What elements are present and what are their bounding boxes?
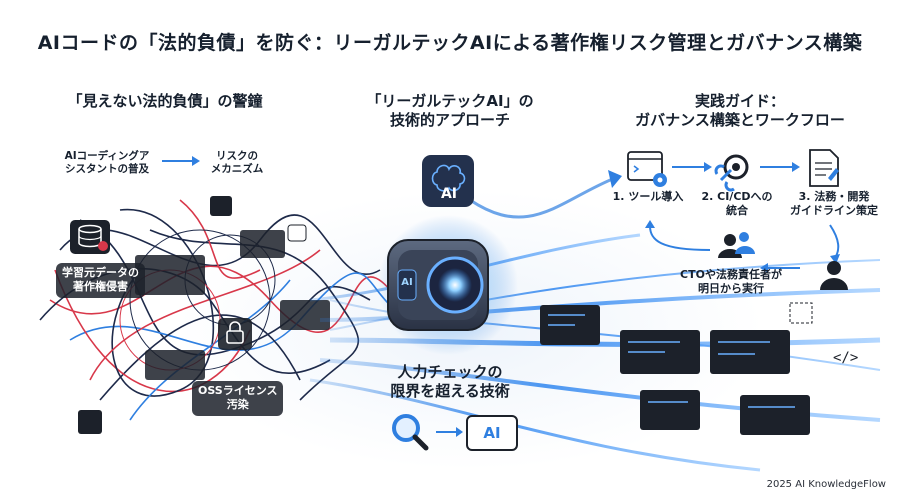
workflow-step-execution: CTOや法務責任者が 明日から実行 (666, 268, 796, 296)
badge-training-data-line1: 学習元データの (62, 266, 139, 279)
left-step-adoption-line2: シスタントの普及 (65, 163, 149, 176)
left-step-adoption-line1: AIコーディングア (64, 150, 150, 162)
workflow-step-cicd: 2. CI/CDへの 統合 (696, 190, 778, 218)
workflow-arrows (645, 162, 840, 273)
flow-arrow-to-right (469, 170, 622, 219)
center-bottom-heading: 人力チェックの 限界を超える技術 (370, 363, 530, 401)
center-heading-line2: 技術的アプローチ (389, 110, 510, 129)
workflow-step-execution-line2: 明日から実行 (698, 281, 764, 295)
magnifier-icon (392, 414, 429, 451)
brain-ai-icon (422, 155, 474, 207)
center-bottom-line2: 限界を超える技術 (390, 381, 510, 400)
team-icon (718, 232, 755, 258)
code-windows-right (540, 305, 810, 435)
center-section-heading: 「リーガルテックAI」の 技術的アプローチ (345, 92, 555, 130)
center-heading-line1: 「リーガルテックAI」の (366, 92, 534, 110)
workflow-step-execution-line1: CTOや法務責任者が (680, 268, 782, 281)
footer-credit: 2025 AI KnowledgeFlow (766, 479, 886, 490)
dashed-frame (789, 302, 813, 324)
ai-core-icon (378, 215, 518, 355)
bottom-ai-icon (466, 415, 518, 451)
badge-oss-contamination: OSSライセンス 汚染 (192, 381, 284, 416)
page-title: AIコードの「法的負債」を防ぐ：リーガルテックAIによる著作権リスク管理とガバナ… (37, 32, 863, 54)
right-heading-line1: 実践ガイド： (694, 92, 785, 110)
workflow-step-cicd-line2: 統合 (726, 203, 748, 217)
lock-icon (218, 318, 252, 350)
left-section-heading: 「見えない法的負債」の警鐘 (67, 92, 263, 110)
left-step-mechanism-line1: リスクの (216, 150, 258, 162)
badge-oss-line1: OSSライセンス (198, 384, 278, 397)
center-bottom-line1: 人力チェックの (397, 363, 503, 381)
chat-square (287, 224, 307, 242)
brain-ai-label: AI (440, 186, 458, 202)
link-gear-icon (714, 154, 749, 192)
bottom-ai-label: AI (483, 424, 501, 442)
code-gear-icon (627, 151, 667, 187)
workflow-step-guidelines-line1: 3. 法務・開発 (798, 190, 870, 203)
badge-training-data-line2: 著作権侵害 (73, 280, 128, 294)
right-heading-line2: ガバナンス構築とワークフロー (635, 110, 845, 129)
right-section-heading: 実践ガイド： ガバナンス構築とワークフロー (620, 92, 860, 130)
database-icon (70, 220, 110, 254)
badge-training-data-infringement: 学習元データの 著作権侵害 (56, 263, 145, 298)
left-step-mechanism-line2: メカニズム (210, 163, 264, 176)
left-step-adoption: AIコーディングア シスタントの普及 (48, 150, 166, 176)
workflow-step-guidelines-line2: ガイドライン策定 (790, 203, 878, 217)
document-icon (809, 149, 839, 187)
workflow-step-cicd-line1: 2. CI/CDへの (701, 190, 773, 203)
badge-oss-line2: 汚染 (226, 398, 249, 412)
code-windows-left (135, 230, 330, 380)
workflow-step-guidelines: 3. 法務・開発 ガイドライン策定 (784, 190, 884, 218)
document-square (78, 410, 102, 434)
svg-text:</>: </> (833, 350, 858, 366)
left-step-arrow (162, 156, 200, 166)
core-ai-label: AI (401, 277, 413, 288)
person-icon (820, 261, 848, 290)
code-tag-icon: </> (833, 350, 858, 366)
left-step-mechanism: リスクの メカニズム (198, 150, 276, 176)
magnifier-arrow (436, 427, 463, 437)
tool-icon-square (210, 196, 232, 216)
workflow-step-tool-adoption: 1. ツール導入 (612, 190, 684, 203)
